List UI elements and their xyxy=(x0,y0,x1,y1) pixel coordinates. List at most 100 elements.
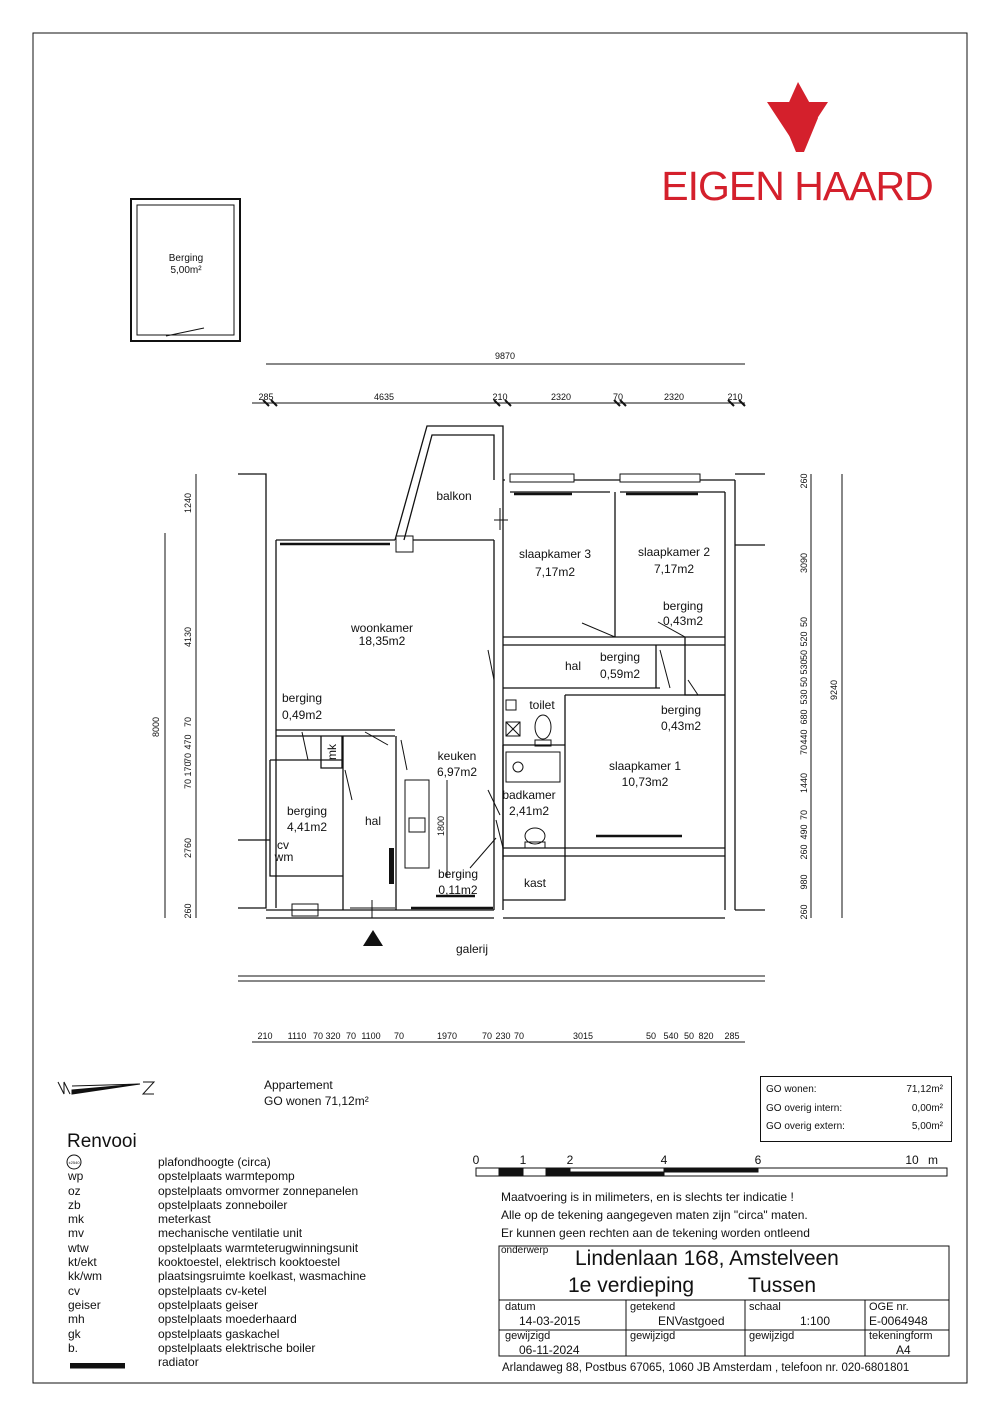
dim-left-7: 2760 xyxy=(183,838,193,858)
dim-right-10: 70 xyxy=(799,745,809,755)
room-hal-bottom: hal xyxy=(365,814,381,828)
dim-right-1: 3090 xyxy=(799,553,809,573)
gewijzigd-value: 06-11-2024 xyxy=(519,1343,580,1357)
scale-label-4: 4 xyxy=(661,1153,668,1167)
dim-bottom-5: 1100 xyxy=(361,1031,380,1041)
dim-bottom-7: 1970 xyxy=(437,1031,457,1041)
dim-right-14: 260 xyxy=(799,844,809,859)
gewijzigd3-label: gewijzigd xyxy=(749,1330,795,1342)
windows xyxy=(280,492,698,910)
scale-label-2: 2 xyxy=(567,1153,574,1167)
room-berging-b-name: berging xyxy=(600,650,640,664)
storage-area: 5,00m² xyxy=(170,265,202,276)
tekeningform-value: A4 xyxy=(896,1343,911,1357)
note-1: Maatvoering is in milimeters, en is slec… xyxy=(501,1190,794,1204)
dim-bottom-13: 540 xyxy=(663,1031,678,1041)
dim-kitchen-depth: 1800 xyxy=(436,816,446,836)
room-hal-top: hal xyxy=(565,659,581,673)
project-address: Lindenlaan 168, Amstelveen xyxy=(575,1247,839,1270)
room-berging-d-name: berging xyxy=(282,691,322,705)
dim-bottom-9: 230 xyxy=(495,1031,510,1041)
dim-bottom-1: 1110 xyxy=(288,1031,307,1041)
area-legend: GO wonen:71,12m² GO overig intern:0,00m²… xyxy=(760,1076,952,1142)
scale-label-6: 6 xyxy=(755,1153,762,1167)
dim-bottom-2: 70 xyxy=(313,1031,323,1041)
ceiling-height-icon xyxy=(66,1154,82,1170)
dim-bottom-11: 3015 xyxy=(573,1031,593,1041)
room-berging-d-area: 0,49m2 xyxy=(282,708,322,722)
scale-unit: m xyxy=(928,1153,938,1167)
room-berging-a-name: berging xyxy=(663,599,703,613)
dim-left-4: 70 xyxy=(183,753,193,763)
room-woonkamer-area: 18,35m2 xyxy=(359,634,406,648)
dim-bottom-4: 70 xyxy=(346,1031,356,1041)
dim-right-6: 50 xyxy=(799,677,809,687)
dim-top-2: 210 xyxy=(492,392,507,402)
room-galerij: galerij xyxy=(456,942,488,956)
dim-bottom-3: 320 xyxy=(325,1031,340,1041)
onderwerp-label: onderwerp xyxy=(501,1245,549,1256)
gewijzigd-label: gewijzigd xyxy=(505,1330,551,1342)
info-line-1: Appartement xyxy=(264,1078,333,1092)
dim-bottom-6: 70 xyxy=(394,1031,404,1041)
dim-right-5: 530 xyxy=(799,659,809,674)
dim-bottom-8: 70 xyxy=(482,1031,492,1041)
dim-right-15: 980 xyxy=(799,874,809,889)
renvooi-descriptions: plafondhoogte (circa) opstelplaats warmt… xyxy=(158,1155,367,1370)
dim-left-0: 1240 xyxy=(183,493,193,513)
dim-right-13: 490 xyxy=(799,824,809,839)
legend-row-intern: GO overig intern:0,00m² xyxy=(766,1103,943,1114)
dim-bottom-0: 210 xyxy=(257,1031,272,1041)
left-dimensions xyxy=(164,474,197,918)
dim-right-11: 1440 xyxy=(799,773,809,793)
info-line-2: GO wonen 71,12m² xyxy=(264,1094,369,1108)
dim-left-6: 70 xyxy=(183,779,193,789)
scale-label-10: 10 xyxy=(905,1153,919,1167)
dim-bottom-15: 820 xyxy=(698,1031,713,1041)
datum-value: 14-03-2015 xyxy=(519,1314,581,1328)
room-slaapkamer3-area: 7,17m2 xyxy=(535,565,575,579)
note-2: Alle op de tekening aangegeven maten zij… xyxy=(501,1208,808,1222)
dim-bottom-14: 50 xyxy=(684,1031,694,1041)
room-badkamer-area: 2,41m2 xyxy=(509,804,549,818)
room-berging-c-name: berging xyxy=(661,703,701,717)
room-berging-e-area: 4,41m2 xyxy=(287,820,327,834)
page-frame xyxy=(32,32,968,1384)
note-3: Er kunnen geen rechten aan de tekening w… xyxy=(501,1226,810,1240)
scale-label-1: 1 xyxy=(520,1153,527,1167)
project-floor: 1e verdieping xyxy=(568,1274,695,1297)
dim-right-2: 50 xyxy=(799,617,809,627)
scale-label-0: 0 xyxy=(473,1153,480,1167)
project-type: Tussen xyxy=(748,1274,817,1297)
room-berging-b-area: 0,59m2 xyxy=(600,667,640,681)
dim-bottom-12: 50 xyxy=(646,1031,656,1041)
legend-row-extern: GO overig extern:5,00m² xyxy=(766,1121,943,1132)
storage-name: Berging xyxy=(169,253,203,264)
room-keuken-area: 6,97m2 xyxy=(437,765,477,779)
room-slaapkamer1-name: slaapkamer 1 xyxy=(609,759,681,773)
dim-top-6: 210 xyxy=(727,392,742,402)
getekend-value: ENVastgoed xyxy=(658,1314,725,1328)
storage-unit: Berging 5,00m² xyxy=(130,198,241,342)
renvooi-title: Renvooi xyxy=(67,1131,137,1152)
logo-flame-center xyxy=(782,82,818,152)
dim-right-total: 9240 xyxy=(829,680,839,700)
room-balkon: balkon xyxy=(436,489,471,503)
room-berging-e-name: berging xyxy=(287,804,327,818)
ceiling-badge-text: ±2540 xyxy=(68,1160,80,1165)
room-slaapkamer3-name: slaapkamer 3 xyxy=(519,547,591,561)
logo-flame-right xyxy=(803,102,828,140)
dim-left-3: 470 xyxy=(183,734,193,749)
legend-row-wonen: GO wonen:71,12m² xyxy=(766,1084,943,1095)
room-woonkamer-name: woonkamer xyxy=(350,621,413,635)
room-cv: cv xyxy=(277,838,289,852)
doors xyxy=(301,508,699,918)
dim-right-12: 70 xyxy=(799,810,809,820)
oge-value: E-0064948 xyxy=(869,1314,928,1328)
room-toilet: toilet xyxy=(529,698,555,712)
dim-right-0: 260 xyxy=(799,473,809,488)
title-block-grid xyxy=(498,1245,950,1357)
footer-address: Arlandaweg 88, Postbus 67065, 1060 JB Am… xyxy=(502,1362,910,1374)
dim-left-2: 70 xyxy=(183,717,193,727)
walls xyxy=(238,425,765,919)
